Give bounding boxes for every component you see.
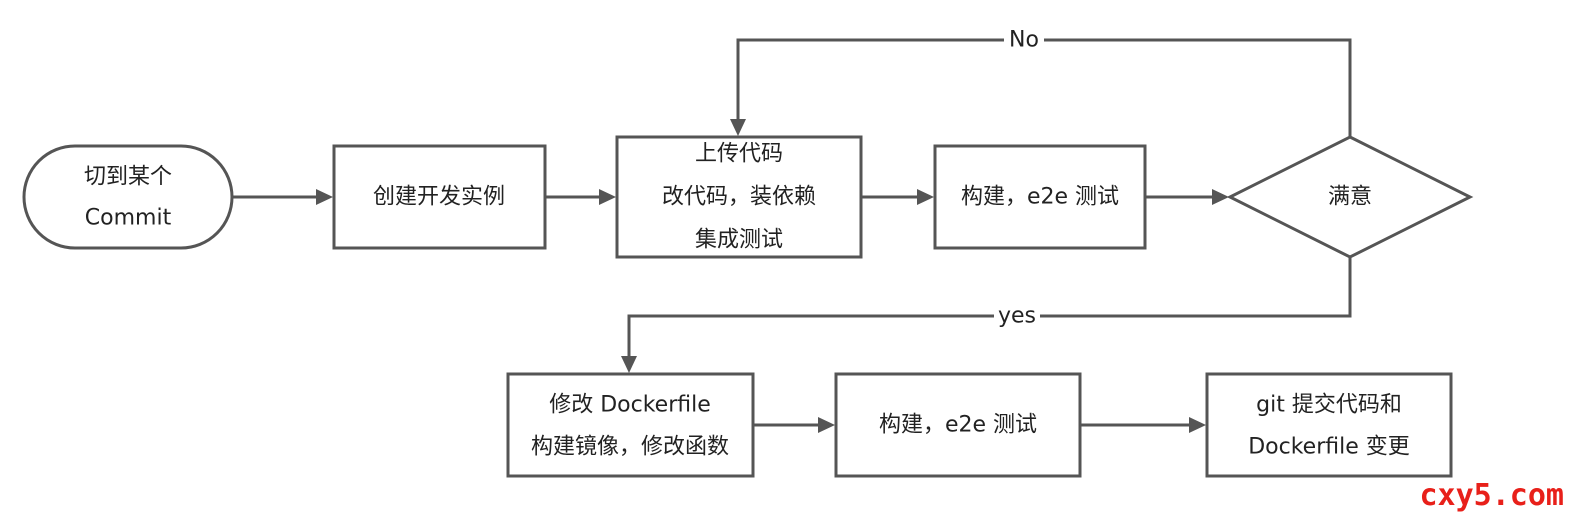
- node-git-commit-line-1: git 提交代码和: [1256, 393, 1402, 418]
- edge-label-background: [994, 302, 1040, 330]
- node-upload-code-line-2: 改代码，装依赖: [662, 185, 816, 210]
- edge-label-yes-text: yes: [998, 304, 1036, 329]
- node-upload-code: 上传代码 改代码，装依赖 集成测试: [615, 135, 863, 259]
- arrowhead: [1212, 189, 1229, 205]
- arrowhead: [730, 119, 746, 136]
- edge-label-no-text: No: [1009, 28, 1039, 53]
- process-box: [332, 144, 547, 250]
- node-upload-code-line-3: 集成测试: [695, 228, 783, 253]
- node-start-line-2: Commit: [85, 206, 172, 231]
- node-upload-code-line-1: 上传代码: [695, 142, 783, 167]
- node-git-commit: git 提交代码和 Dockerfile 变更: [1205, 372, 1453, 478]
- arrowhead: [316, 189, 333, 205]
- node-create-instance: 创建开发实例: [332, 144, 547, 250]
- node-modify-dockerfile: 修改 Dockerfile 构建镜像，修改函数: [506, 372, 755, 478]
- arrowhead: [621, 356, 637, 373]
- process-box: [615, 135, 863, 259]
- arrowhead: [917, 189, 934, 205]
- node-build-test-2-line-1: 构建，e2e 测试: [879, 413, 1037, 438]
- node-modify-dockerfile-line-1: 修改 Dockerfile: [549, 393, 711, 418]
- node-start: 切到某个 Commit: [22, 144, 234, 250]
- arrowhead: [599, 189, 616, 205]
- decision-diamond: [1226, 135, 1474, 259]
- arrowhead: [1189, 417, 1206, 433]
- node-satisfied: 满意: [1226, 135, 1474, 259]
- node-build-test-1: 构建，e2e 测试: [933, 144, 1147, 250]
- node-modify-dockerfile-line-2: 构建镜像，修改函数: [531, 435, 729, 460]
- node-start-line-1: 切到某个: [84, 165, 172, 190]
- node-build-test-1-line-1: 构建，e2e 测试: [961, 185, 1119, 210]
- watermark-text: cxy5.com: [1420, 478, 1565, 513]
- process-box: [506, 372, 755, 478]
- edge-label-yes: yes: [994, 302, 1040, 330]
- edge-yes-path: [627, 257, 1352, 358]
- node-build-test-2: 构建，e2e 测试: [834, 372, 1082, 478]
- terminator-shape: [22, 144, 234, 250]
- node-satisfied-line-1: 满意: [1328, 185, 1372, 210]
- process-box: [1205, 372, 1453, 478]
- node-create-instance-line-1: 创建开发实例: [373, 185, 505, 210]
- edge-label-no: No: [1004, 26, 1044, 54]
- process-box: [933, 144, 1147, 250]
- process-box: [834, 372, 1082, 478]
- edge-label-background: [1004, 26, 1044, 54]
- edge-no-loop: [736, 38, 1352, 137]
- arrowhead: [818, 417, 835, 433]
- node-git-commit-line-2: Dockerfile 变更: [1248, 435, 1410, 460]
